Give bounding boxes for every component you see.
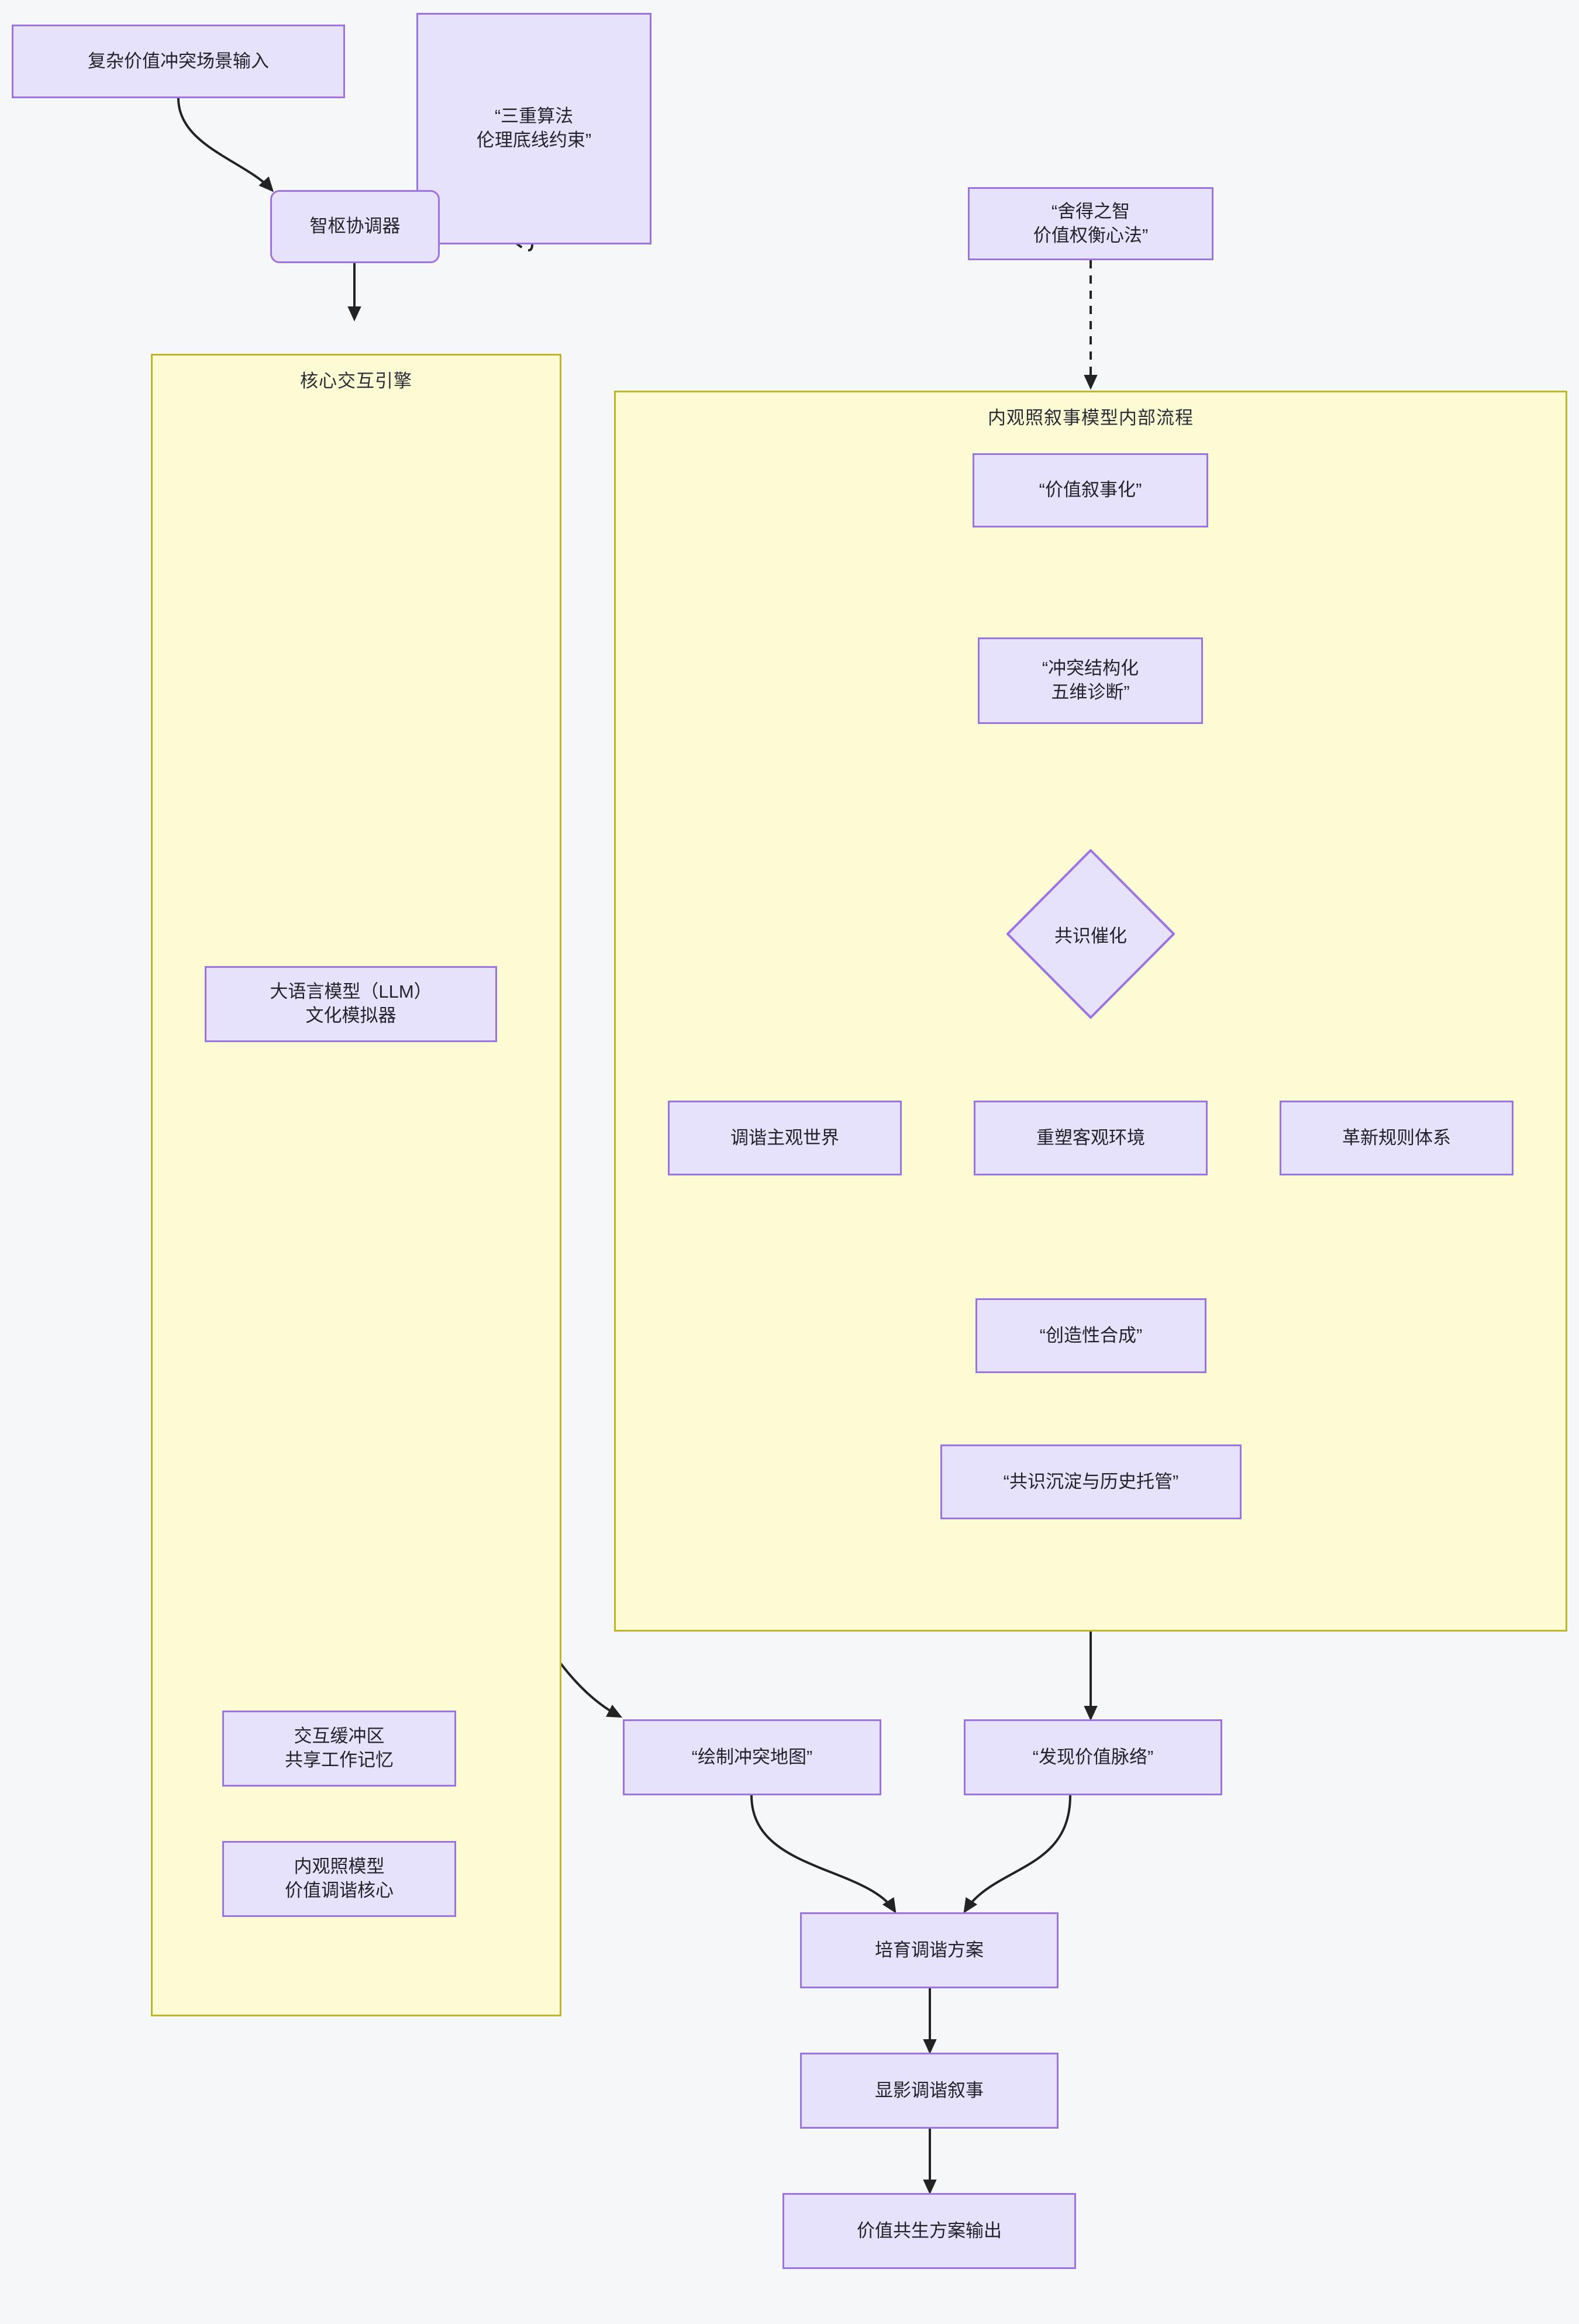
- subgraph-core-engine-title: 核心交互引擎: [300, 371, 412, 391]
- node-reshape-objective[interactable]: 重塑客观环境: [974, 1101, 1208, 1175]
- edge-input-to-hub: [177, 98, 274, 192]
- node-wisdom-maxim[interactable]: “舍得之智 价值权衡心法”: [968, 187, 1213, 260]
- edge-conflictmap-to-cultivate: [750, 1795, 897, 1913]
- node-conflict-struct[interactable]: “冲突结构化 五维诊断”: [978, 637, 1203, 724]
- node-tune-subjective[interactable]: 调谐主观世界: [668, 1101, 902, 1175]
- node-reveal-narrative[interactable]: 显影调谐叙事: [800, 2053, 1059, 2129]
- node-llm[interactable]: 大语言模型（LLM） 文化模拟器: [205, 966, 497, 1042]
- node-consensus-catalysis[interactable]: 共识催化: [1006, 849, 1175, 1019]
- node-consensus-deposit[interactable]: “共识沉淀与历史托管”: [940, 1444, 1242, 1519]
- node-hub[interactable]: 智枢协调器: [270, 190, 440, 263]
- edge-valuevein-to-cultivate: [963, 1795, 1071, 1913]
- node-buffer[interactable]: 交互缓冲区 共享工作记忆: [222, 1711, 456, 1787]
- node-renew-rules[interactable]: 革新规则体系: [1280, 1101, 1514, 1175]
- node-creative-synth[interactable]: “创造性合成”: [975, 1298, 1206, 1373]
- diamond-shape-icon: [1006, 849, 1175, 1019]
- node-input-scene[interactable]: 复杂价值冲突场景输入: [12, 25, 345, 98]
- node-value-vein[interactable]: “发现价值脉络”: [964, 1719, 1222, 1795]
- node-cultivate-plan[interactable]: 培育调谐方案: [800, 1912, 1059, 1988]
- node-ethics-constraint[interactable]: “三重算法 伦理底线约束”: [416, 13, 651, 244]
- subgraph-narrative-model-title: 内观照叙事模型内部流程: [988, 408, 1194, 428]
- node-consensus-catalysis-label: 共识催化: [1054, 925, 1127, 946]
- node-value-narrative[interactable]: “价值叙事化”: [973, 453, 1208, 527]
- node-output-solution[interactable]: 价值共生方案输出: [782, 2193, 1076, 2269]
- node-conflict-map[interactable]: “绘制冲突地图”: [623, 1719, 881, 1795]
- node-inner-model[interactable]: 内观照模型 价值调谐核心: [222, 1841, 456, 1917]
